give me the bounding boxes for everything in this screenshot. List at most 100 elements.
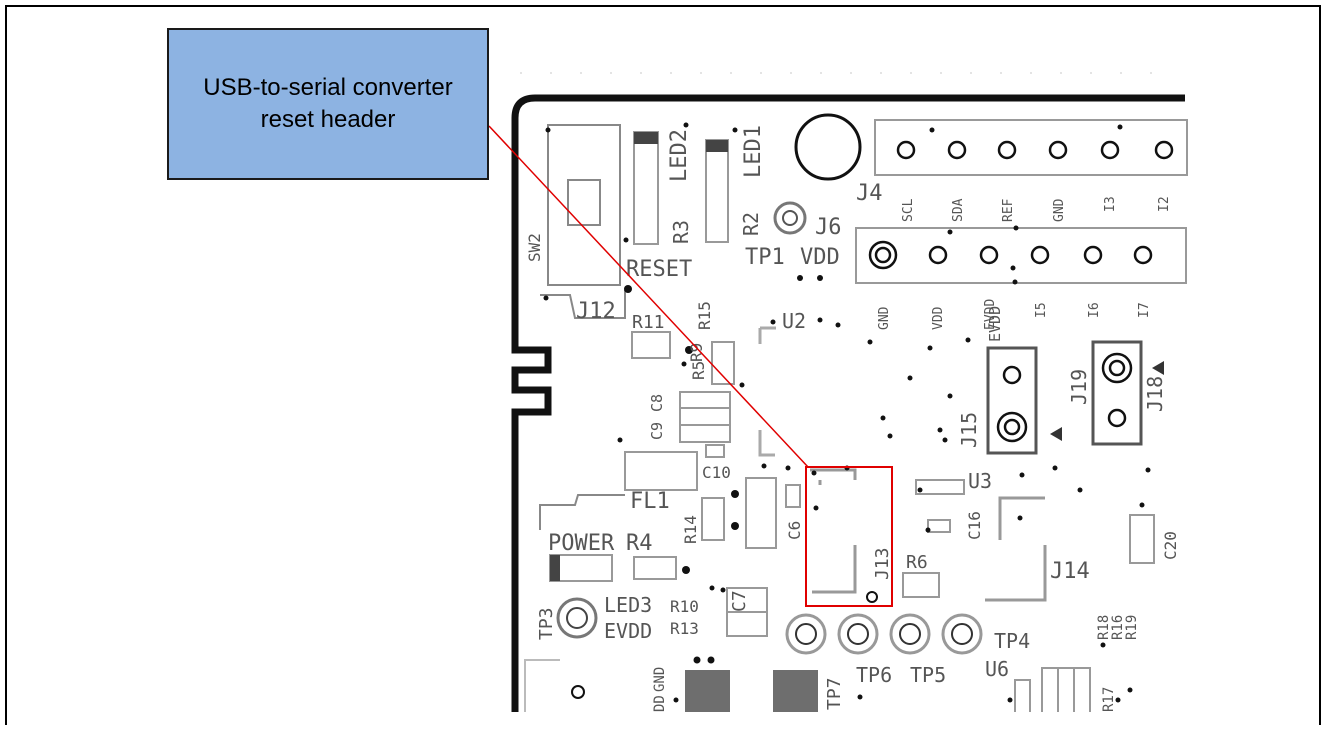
j4-pin-labels: SCL SDA REF GND I3 I2 — [901, 196, 1172, 222]
label-c6: C6 — [785, 521, 804, 540]
j4-pin-label: I2 — [1157, 196, 1172, 212]
c16-body — [927, 519, 951, 533]
label-j15: J15 — [957, 412, 981, 448]
j4-header — [874, 119, 1188, 176]
label-r11: R11 — [632, 312, 665, 333]
lower-pin-label: VDD — [931, 306, 946, 330]
label-reset: RESET — [626, 257, 692, 282]
label-tp1-vdd: VDD — [800, 245, 840, 270]
cap-large — [745, 477, 777, 549]
label-c9: C9 — [648, 422, 666, 440]
label-r14: R14 — [681, 515, 700, 544]
r14-body — [701, 497, 725, 541]
label-u3: U3 — [968, 469, 992, 493]
label-tp5: TP5 — [910, 663, 946, 687]
label-r6: R6 — [906, 552, 928, 573]
tp-row — [785, 613, 983, 655]
c8-c9-body — [679, 391, 731, 443]
mounting-hole — [794, 113, 862, 181]
label-sw2: SW2 — [525, 233, 544, 262]
tp3-testpoint — [556, 597, 598, 639]
label-j13: J13 — [872, 547, 893, 580]
lower-pin-label: I6 — [1087, 302, 1102, 318]
label-gnd-bottom: GND — [652, 667, 668, 692]
label-tp7: TP7 — [824, 677, 845, 710]
label-j6: J6 — [815, 215, 842, 240]
r4-body — [633, 556, 677, 580]
callout-leader-line — [488, 125, 809, 468]
sw2-switch — [547, 124, 621, 286]
label-power: POWER — [548, 531, 615, 556]
led1-mark — [706, 140, 728, 152]
label-c8: C8 — [648, 394, 666, 412]
lower-pin-labels: GND VDD EVDD I5 I6 I7 — [877, 299, 1152, 330]
label-r9: R9 — [687, 343, 706, 362]
led2-body — [633, 131, 659, 245]
r11-body — [631, 331, 671, 359]
label-u2: U2 — [782, 309, 806, 333]
u2-corner-bottom — [758, 430, 775, 457]
c6-body — [785, 484, 801, 508]
label-tp6: TP6 — [856, 663, 892, 687]
label-c10: C10 — [702, 463, 731, 482]
j12-outline — [540, 290, 626, 319]
label-c7: C7 — [729, 590, 750, 612]
label-r3: R3 — [669, 220, 693, 244]
label-j18: J18 — [1143, 376, 1167, 412]
j4-pins — [896, 140, 1174, 160]
label-fl1: FL1 — [630, 489, 670, 514]
j13-outline — [810, 468, 857, 594]
label-dd-bottom: DD — [652, 695, 668, 712]
j14-outline — [985, 496, 1047, 602]
u6-body — [1014, 667, 1091, 712]
lower-pin-label: EVDD — [983, 299, 998, 330]
j15-header — [986, 346, 1038, 455]
figure-frame — [5, 5, 1321, 725]
led1-body — [705, 139, 729, 243]
j4-pin-label: REF — [1001, 198, 1016, 222]
pad-left — [685, 670, 730, 712]
label-tp1: TP1 — [745, 245, 785, 270]
fl1-body — [624, 451, 698, 491]
label-r10: R10 — [670, 597, 699, 616]
u2-corner — [758, 326, 776, 344]
j4-pin-label: I3 — [1103, 196, 1118, 212]
label-u6: U6 — [985, 657, 1009, 681]
label-led3: LED3 — [604, 593, 652, 617]
lower-pin-label: I7 — [1137, 302, 1152, 318]
j19-header — [1091, 340, 1143, 446]
lower-header-pins — [868, 240, 1153, 270]
power-trace — [539, 494, 625, 530]
label-r16: R16 — [1110, 615, 1126, 640]
j4-pin-label: GND — [1052, 198, 1067, 222]
label-r4: R4 — [626, 531, 653, 556]
callout-text: USB-to-serial converter reset header — [203, 74, 453, 133]
lower-pin-label: I5 — [1034, 302, 1049, 318]
label-r2: R2 — [739, 212, 763, 236]
label-r13: R13 — [670, 619, 699, 638]
via-dots — [543, 122, 1151, 703]
j6-testpoint-inner — [782, 210, 798, 226]
label-r5: R5 — [689, 361, 708, 380]
j4-pin-label: SDA — [951, 198, 966, 222]
label-r19: R19 — [1124, 615, 1140, 640]
led2-mark — [634, 132, 658, 144]
r6-body — [902, 572, 940, 598]
label-r18: R18 — [1096, 615, 1112, 640]
label-evdd-j15: EVDD — [986, 306, 1004, 342]
pad-right — [773, 670, 818, 712]
j4-pin-label: SCL — [901, 198, 916, 222]
label-c16: C16 — [965, 511, 984, 540]
j6-testpoint — [773, 201, 807, 235]
u3-body — [915, 479, 965, 495]
label-c20: C20 — [1161, 531, 1180, 560]
board-outline — [511, 94, 1185, 712]
label-led1: LED1 — [741, 125, 766, 178]
label-tp4: TP4 — [994, 629, 1030, 653]
sw2-button — [567, 179, 601, 226]
callout-box: USB-to-serial converter reset header — [167, 28, 489, 180]
c10-body — [705, 444, 725, 458]
label-led2: LED2 — [667, 129, 692, 182]
j13-highlight-box — [805, 466, 893, 607]
